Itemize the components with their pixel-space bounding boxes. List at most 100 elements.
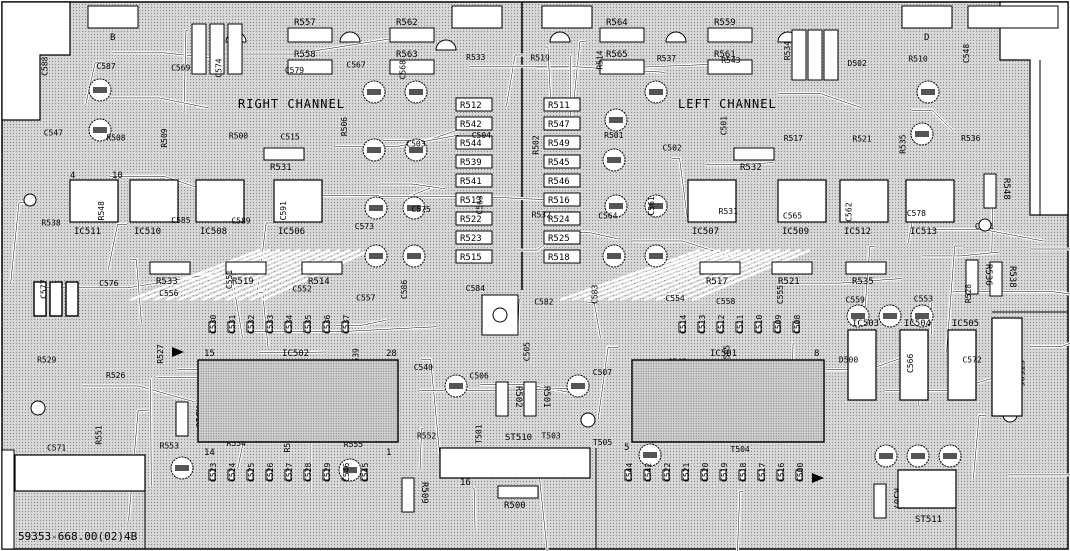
cap-band xyxy=(911,453,925,459)
trace-edge xyxy=(946,245,964,353)
trace-edge xyxy=(259,351,326,353)
resistor-r562 xyxy=(389,27,435,43)
resistor-block xyxy=(191,23,207,75)
label-r549: R549 xyxy=(548,139,570,149)
label-c518: C518 xyxy=(739,463,748,482)
transistor xyxy=(665,31,687,43)
trace-edge xyxy=(544,46,552,109)
label-c565-m: C565 xyxy=(783,212,802,221)
label-c516: C516 xyxy=(777,463,786,482)
label-r547: R547 xyxy=(548,120,570,130)
cap-band xyxy=(407,253,421,259)
trace-bundle xyxy=(141,248,271,302)
capacitor-c516 xyxy=(776,469,784,481)
resistor-r547 xyxy=(543,116,581,131)
label-c559-m: C559 xyxy=(846,295,865,304)
trace-edge xyxy=(107,224,127,270)
label-c540-m: C540 xyxy=(414,363,433,372)
label-c539-m: C539 xyxy=(352,348,361,367)
label-r505-m: R505 xyxy=(722,345,731,364)
mount-hole-1 xyxy=(30,400,46,416)
label-ic505: IC505 xyxy=(952,319,979,329)
label-r513: R513 xyxy=(460,196,482,206)
cap-band xyxy=(649,89,663,95)
label-c554-m: C554 xyxy=(665,294,684,303)
label-c582-m: C582 xyxy=(534,298,553,307)
trace-edge xyxy=(921,251,1000,257)
conn-e-body xyxy=(967,5,1059,29)
label-c529: C529 xyxy=(323,463,332,482)
label-c534: C534 xyxy=(285,315,294,334)
label-c502-m: C502 xyxy=(662,143,681,152)
trace-edge xyxy=(108,97,210,109)
label-c527: C527 xyxy=(285,463,294,482)
resistor-r542 xyxy=(455,116,493,131)
label-r545: R545 xyxy=(548,158,570,168)
resistor-r510 xyxy=(175,401,189,437)
ic502-body xyxy=(197,359,399,443)
resistor-r523 xyxy=(455,230,493,245)
label-r557: R557 xyxy=(294,18,316,28)
ic-ic503 xyxy=(847,329,877,401)
trace-edge xyxy=(1007,474,1070,476)
label-r563: R563 xyxy=(396,50,418,60)
conn-d-body xyxy=(901,5,953,29)
mount-hole-center xyxy=(492,307,508,323)
label-r524: R524 xyxy=(548,215,570,225)
capacitor-c508 xyxy=(792,321,800,333)
conn-b-body xyxy=(87,5,139,29)
label-c508: C508 xyxy=(793,315,802,334)
resistor-r525 xyxy=(543,230,581,245)
label-c586-m: C586 xyxy=(400,280,409,299)
label-c548-m: C548 xyxy=(962,44,971,63)
label-c569-m: C569 xyxy=(171,63,190,72)
resistor-r516 xyxy=(543,192,581,207)
label-r543-m: R543 xyxy=(721,56,740,65)
label-r561: R561 xyxy=(714,50,736,60)
capacitor-c544 xyxy=(624,469,632,481)
cap-band xyxy=(409,147,423,153)
label-r516: R516 xyxy=(548,196,570,206)
resistor-r514 xyxy=(301,261,343,275)
trace-edge xyxy=(973,415,985,479)
capacitor-c511 xyxy=(735,321,743,333)
capacitor-c537 xyxy=(341,321,349,333)
resistor-r564 xyxy=(599,27,645,43)
label-c574-m: C574 xyxy=(215,58,224,77)
pin-mark-28-1: 28 xyxy=(386,349,397,359)
label-c561-m: C561 xyxy=(647,196,656,215)
label-r546: R546 xyxy=(548,177,570,187)
label-c547-m: C547 xyxy=(44,129,63,138)
label-c515-m: C515 xyxy=(280,133,299,142)
label-r500-b: R500 xyxy=(504,501,526,511)
label-c535: C535 xyxy=(304,315,313,334)
trace-bundle xyxy=(129,248,261,302)
trace-edge xyxy=(597,346,619,419)
capacitor-c518 xyxy=(738,469,746,481)
mount-hole-2 xyxy=(580,412,596,428)
resistor-r531 xyxy=(263,147,305,161)
label-r541: R541 xyxy=(460,177,482,187)
st512-body xyxy=(14,454,146,492)
label-c573-m: C573 xyxy=(355,222,374,231)
diode xyxy=(172,347,184,357)
trace-bundle xyxy=(559,248,701,302)
resistor-r518 xyxy=(543,249,581,264)
label-r511: R511 xyxy=(548,101,570,111)
label-r521-b: R521 xyxy=(778,277,800,287)
label-r522: R522 xyxy=(460,215,482,225)
label-ic513: IC513 xyxy=(910,227,937,237)
capacitor-c522 xyxy=(662,469,670,481)
label-c519: C519 xyxy=(720,463,729,482)
trace-bundle xyxy=(261,248,371,302)
ic501-label: IC501 xyxy=(710,349,737,359)
label-r542: R542 xyxy=(460,120,482,130)
trace-edge xyxy=(1030,248,1070,250)
resistor-r565 xyxy=(599,59,645,75)
trace-bundle xyxy=(237,248,351,302)
trace-edge xyxy=(931,302,933,336)
resistor-r541 xyxy=(455,173,493,188)
trace-edge xyxy=(506,54,524,106)
label-t501-m: T501 xyxy=(474,424,483,443)
trace-edge xyxy=(81,385,195,403)
